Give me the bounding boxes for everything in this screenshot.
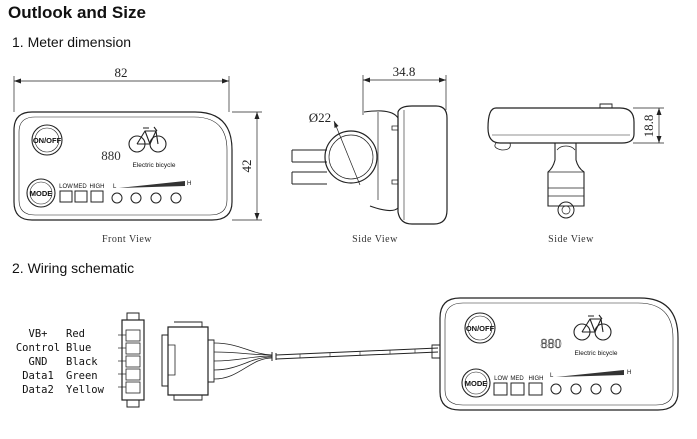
low-indicator bbox=[59, 190, 73, 203]
bicycle-icon bbox=[128, 126, 167, 153]
wire-color-4: Green bbox=[66, 370, 98, 382]
wiring-display: ON/OFF MODE 880 Electric bicycle LOW MED… bbox=[431, 297, 679, 411]
diameter-label: Ø22 bbox=[309, 110, 331, 125]
connector-housing bbox=[161, 321, 215, 401]
high-label: HIGH bbox=[90, 184, 105, 190]
diameter-leader bbox=[333, 120, 361, 186]
med-indicator bbox=[74, 190, 88, 203]
meter-dimension-heading: 1. Meter dimension bbox=[12, 34, 132, 50]
side2-height-label: 18.8 bbox=[641, 115, 656, 138]
wiring-bicycle-icon bbox=[573, 314, 612, 341]
side2-mount bbox=[547, 143, 585, 207]
side2-display-body bbox=[487, 107, 635, 144]
wire-signal-1: VB+ bbox=[29, 328, 48, 340]
indicator-led-1 bbox=[111, 192, 123, 204]
wiring-mode-label: MODE bbox=[465, 379, 488, 388]
side-view-caption-2: Side View bbox=[548, 234, 594, 245]
indicator-led-3 bbox=[150, 192, 162, 204]
side-view-clamp: 34.8 Ø22 Side View bbox=[291, 64, 448, 245]
wiring-h-label: H bbox=[627, 370, 631, 376]
wiring-bike-label: Electric bicycle bbox=[575, 350, 618, 357]
wiring-low-indicator bbox=[493, 382, 508, 396]
wiring-led-4 bbox=[610, 383, 622, 395]
high-indicator bbox=[90, 190, 104, 203]
wire-signal-5: Data2 bbox=[22, 384, 54, 396]
wire-color-2: Blue bbox=[66, 342, 91, 354]
wiring-led-3 bbox=[590, 383, 602, 395]
wiring-onoff-button[interactable] bbox=[464, 312, 496, 344]
front-view: 82 42 ON/OFF MODE 880 Electric bicycle L… bbox=[13, 65, 262, 245]
wiring-onoff-label: ON/OFF bbox=[466, 324, 495, 333]
wiring-high-indicator bbox=[528, 382, 543, 396]
low-label: LOW bbox=[59, 184, 73, 190]
front-width-label: 82 bbox=[115, 65, 128, 80]
front-height-label: 42 bbox=[239, 160, 254, 173]
clamp-ring-outer bbox=[324, 130, 378, 184]
mode-button[interactable] bbox=[26, 178, 56, 208]
side-width-label: 34.8 bbox=[393, 64, 416, 79]
h-label: H bbox=[187, 181, 191, 187]
bike-label: Electric bicycle bbox=[133, 162, 176, 169]
wiring-high-label: HIGH bbox=[529, 376, 544, 382]
wire-signal-2: Control bbox=[16, 342, 60, 354]
battery-level-bar bbox=[119, 181, 185, 188]
side-display-body bbox=[397, 105, 448, 225]
clamp-ring-inner bbox=[328, 134, 374, 180]
wire-signal-3: GND bbox=[29, 356, 48, 368]
med-label: MED bbox=[73, 184, 87, 190]
wiring-led-1 bbox=[550, 383, 562, 395]
wiring-med-label: MED bbox=[510, 376, 524, 382]
onoff-label: ON/OFF bbox=[33, 136, 62, 145]
indicator-led-4 bbox=[170, 192, 182, 204]
front-view-caption: Front View bbox=[102, 234, 152, 245]
connector-plug bbox=[118, 312, 145, 408]
wire-color-3: Black bbox=[66, 356, 98, 368]
l-label: L bbox=[113, 184, 117, 190]
onoff-button[interactable] bbox=[31, 124, 63, 156]
wiring-med-indicator bbox=[510, 382, 525, 396]
front-body-inner bbox=[18, 116, 228, 216]
wire-bundle bbox=[213, 342, 439, 380]
wiring-low-label: LOW bbox=[494, 376, 508, 382]
wiring-schematic: VB+ Control GND Data1 Data2 Red Blue Bla… bbox=[16, 297, 679, 411]
front-body-outline bbox=[13, 111, 233, 221]
wire-color-1: Red bbox=[66, 328, 85, 340]
indicator-led-2 bbox=[130, 192, 142, 204]
wiring-battery-bar bbox=[556, 370, 624, 377]
wire-color-5: Yellow bbox=[66, 384, 105, 396]
wiring-schematic-heading: 2. Wiring schematic bbox=[12, 260, 135, 276]
mode-label: MODE bbox=[30, 189, 53, 198]
side-view-top: 18.8 Side View bbox=[487, 103, 664, 245]
wiring-l-label: L bbox=[550, 373, 554, 379]
wiring-speed-readout: 880 bbox=[541, 337, 562, 352]
wiring-led-2 bbox=[570, 383, 582, 395]
side-view-caption-1: Side View bbox=[352, 234, 398, 245]
wiring-mode-button[interactable] bbox=[461, 368, 491, 398]
wire-signal-4: Data1 bbox=[22, 370, 54, 382]
main-heading: Outlook and Size bbox=[8, 3, 146, 22]
speed-readout: 880 bbox=[101, 148, 121, 163]
